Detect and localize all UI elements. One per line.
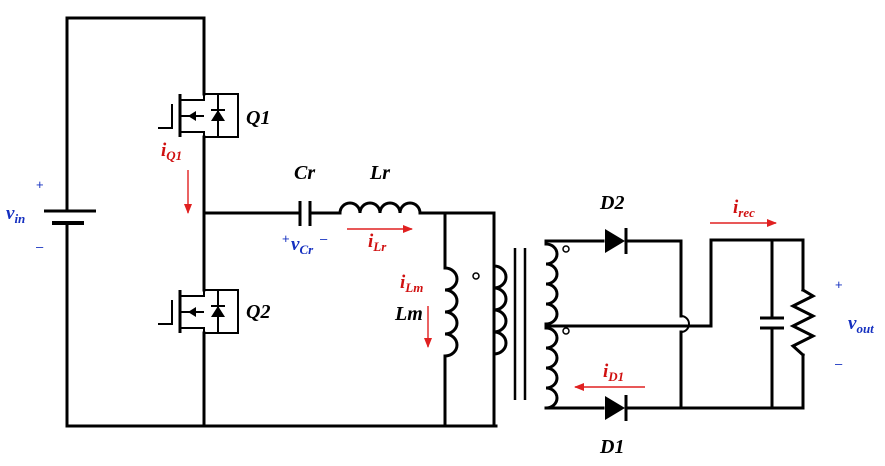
label-q1: Q1 <box>246 107 270 129</box>
output-stage <box>679 238 805 410</box>
label-vin: vin <box>6 203 25 226</box>
vin-minus: – <box>36 239 44 254</box>
diode-d2 <box>605 228 690 410</box>
input-source <box>44 16 498 428</box>
mosfet-q2 <box>158 289 239 334</box>
transformer-secondary <box>544 239 683 410</box>
vcr-minus: – <box>320 231 328 246</box>
label-lr: Lr <box>369 162 390 184</box>
label-vcr: vCr <box>291 234 314 257</box>
vout-minus: – <box>835 356 843 371</box>
label-vout: vout <box>848 313 874 336</box>
label-d2: D2 <box>599 192 624 214</box>
label-cr: Cr <box>294 162 315 184</box>
label-q2: Q2 <box>246 301 270 323</box>
mosfet-q1 <box>158 93 239 138</box>
vin-plus: + <box>36 177 44 192</box>
label-irec: irec <box>733 197 755 220</box>
resonant-capacitor-cr <box>202 201 342 226</box>
label-lm: Lm <box>394 303 423 325</box>
diode-d1 <box>605 395 805 421</box>
label-id1: iD1 <box>603 361 624 384</box>
load-resistor <box>789 287 817 358</box>
vcr-plus: + <box>282 231 290 246</box>
label-d1: D1 <box>599 436 624 458</box>
transformer-core <box>513 248 527 400</box>
vout-plus: + <box>835 277 843 292</box>
transformer-primary <box>472 264 508 356</box>
magnetizing-inductor-lm <box>443 211 459 428</box>
label-iq1: iQ1 <box>161 140 182 163</box>
label-ilm: iLm <box>400 272 423 295</box>
label-ilr: iLr <box>368 231 387 254</box>
